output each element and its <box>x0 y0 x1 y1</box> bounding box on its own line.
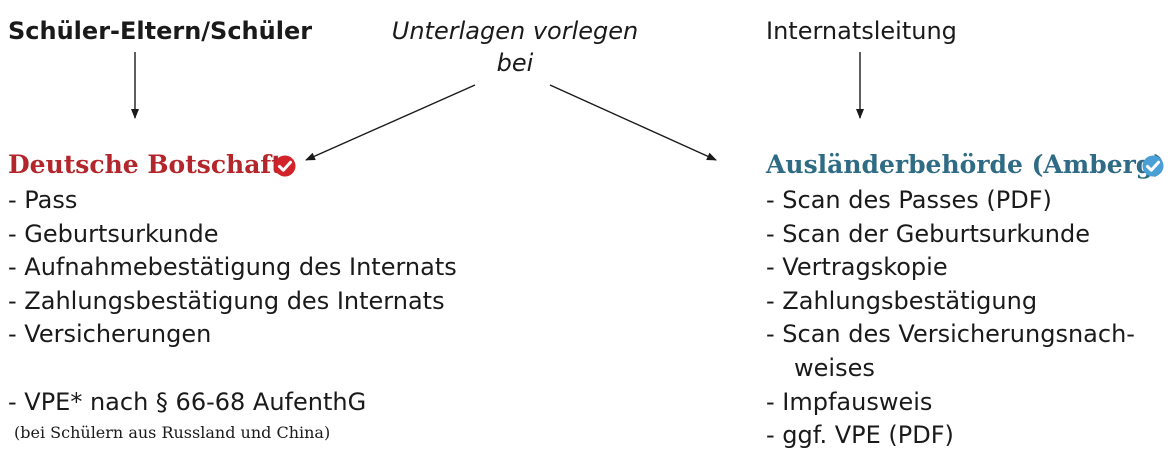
check-badge-red-icon <box>274 155 296 177</box>
arrow-to-auslaenderbehoerde <box>549 84 717 161</box>
arrow-to-botschaft <box>305 84 476 161</box>
auslaenderbehoerde-list: - Scan des Passes (PDF) - Scan der Gebur… <box>766 184 1135 453</box>
list-item: - ggf. VPE (PDF) <box>766 421 954 450</box>
botschaft-list: - Pass - Geburtsurkunde - Aufnahmebestät… <box>8 184 457 419</box>
list-item: - Scan des Versicherungsnach- <box>766 320 1135 349</box>
list-item: - Scan der Geburtsurkunde <box>766 219 1091 248</box>
list-item: - Pass <box>8 186 78 214</box>
process-label-line2: bei <box>496 49 534 77</box>
process-label: Unterlagen vorlegen bei <box>380 15 650 79</box>
list-item: - Aufnahmebestätigung des Internats <box>8 253 457 282</box>
list-item: - Vertragskopie <box>766 253 948 282</box>
source-label: Schüler-Eltern/Schüler <box>8 17 313 45</box>
list-item: - Zahlungsbestätigung des Internats <box>8 286 445 315</box>
botschaft-title: Deutsche Botschaft <box>8 150 283 179</box>
vpe-note: (bei Schülern aus Russland und China) <box>14 423 331 442</box>
list-spacer <box>8 352 457 386</box>
list-item: - Geburtsurkunde <box>8 219 219 248</box>
list-item: - Versicherungen <box>8 320 212 349</box>
list-item: - Impfausweis <box>766 387 933 416</box>
authority-label: Internatsleitung <box>766 17 957 45</box>
list-item: - Scan des Passes (PDF) <box>766 186 1052 214</box>
auslaenderbehoerde-title: Ausländerbehörde (Amberg) <box>766 150 1166 179</box>
check-badge-blue-icon <box>1142 155 1164 177</box>
process-label-line1: Unterlagen vorlegen <box>391 17 639 45</box>
list-item: - Zahlungsbestätigung <box>766 286 1038 315</box>
list-item-continuation: weises <box>794 353 875 382</box>
list-item: - VPE* nach § 66-68 AufenthG <box>8 387 367 416</box>
